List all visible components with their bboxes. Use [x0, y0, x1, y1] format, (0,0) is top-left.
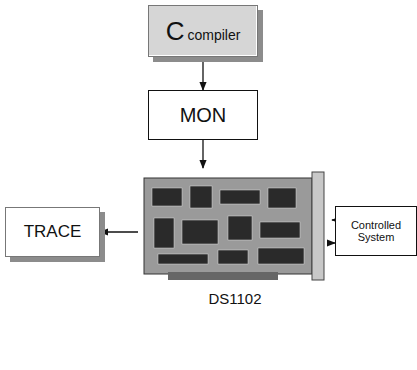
- pcb: [144, 178, 312, 274]
- node-label: Controlled System: [340, 219, 412, 243]
- connector-arrow: [202, 57, 203, 90]
- board-illustration: [138, 168, 332, 283]
- compiler-box: Ccompiler: [148, 5, 258, 57]
- chip: [190, 186, 212, 208]
- edge-connector: [168, 272, 278, 280]
- board-label: DS1102: [208, 291, 261, 308]
- chip: [158, 254, 208, 264]
- chip: [152, 188, 182, 206]
- chip: [182, 220, 218, 244]
- node-label: compiler: [187, 28, 240, 43]
- node-label: MON: [180, 104, 227, 126]
- node-label: C: [166, 17, 185, 46]
- board-node: DS1102: [138, 168, 332, 308]
- bracket: [312, 172, 324, 280]
- chip: [260, 222, 300, 238]
- node-label: TRACE: [24, 223, 82, 242]
- chip: [258, 248, 304, 264]
- chip: [218, 250, 248, 264]
- chip: [220, 190, 260, 204]
- chip: [154, 218, 174, 248]
- monitor-box: MON: [148, 90, 258, 140]
- connector-arrow: [100, 231, 138, 232]
- trace-box: TRACE: [5, 207, 100, 257]
- chip: [228, 216, 252, 240]
- system-box: Controlled System: [335, 206, 417, 256]
- connector-arrow: [202, 140, 203, 168]
- chip: [268, 188, 296, 208]
